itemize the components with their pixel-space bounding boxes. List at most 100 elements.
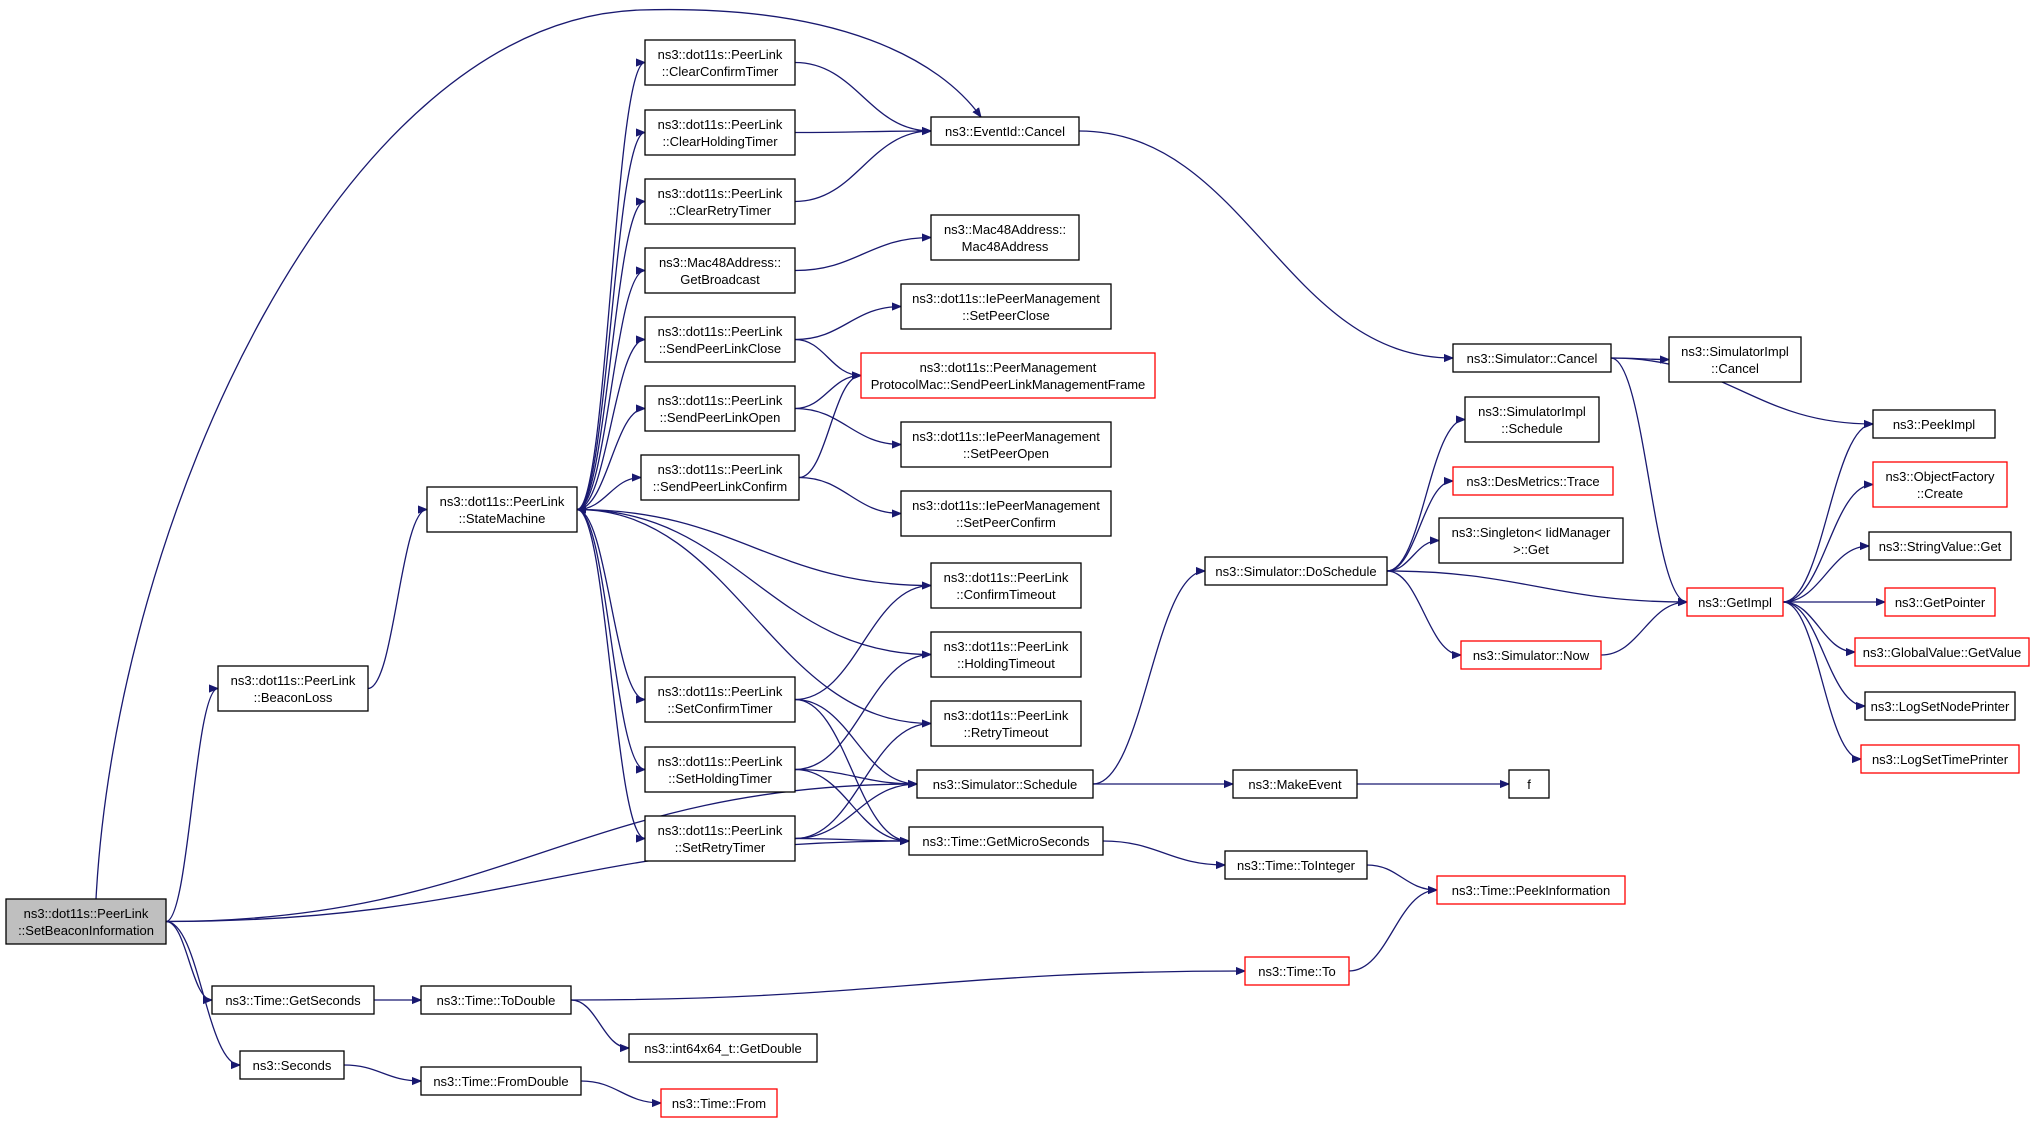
node-simnow[interactable]: ns3::Simulator::Now (1460, 640, 1602, 670)
node-label: ns3::GlobalValue::GetValue (1863, 645, 2022, 660)
node-setretrytimer[interactable]: ns3::dot11s::PeerLink::SetRetryTimer (644, 815, 796, 862)
node-seconds[interactable]: ns3::Seconds (239, 1050, 345, 1080)
node-sendclose[interactable]: ns3::dot11s::PeerLink::SendPeerLinkClose (644, 316, 796, 363)
node-label: ns3::dot11s::PeerLink (658, 47, 783, 62)
node-label: ns3::SimulatorImpl (1478, 404, 1586, 419)
edge-fromdouble-to-timefrom (580, 1080, 661, 1103)
edge-doschedule-to-desmetrics (1386, 481, 1454, 572)
node-label: ns3::Singleton< IidManager (1452, 525, 1611, 540)
node-simimplcancel[interactable]: ns3::SimulatorImpl::Cancel (1668, 336, 1802, 383)
node-stringvalue[interactable]: ns3::StringValue::Get (1868, 531, 2012, 561)
node-setpeerconfirm[interactable]: ns3::dot11s::IePeerManagement::SetPeerCo… (900, 490, 1112, 537)
node-timefrom[interactable]: ns3::Time::From (660, 1088, 778, 1118)
node-clearretry[interactable]: ns3::dot11s::PeerLink::ClearRetryTimer (644, 178, 796, 225)
node-sendmgmt[interactable]: ns3::dot11s::PeerManagementProtocolMac::… (860, 352, 1156, 399)
node-label: ::Cancel (1711, 361, 1759, 376)
node-simimplschedule[interactable]: ns3::SimulatorImpl::Schedule (1464, 396, 1600, 443)
node-objfactory[interactable]: ns3::ObjectFactory::Create (1872, 461, 2008, 508)
node-getseconds[interactable]: ns3::Time::GetSeconds (211, 985, 375, 1015)
node-label: ns3::dot11s::PeerLink (440, 494, 565, 509)
node-setpeeropen[interactable]: ns3::dot11s::IePeerManagement::SetPeerOp… (900, 421, 1112, 468)
node-peekimpl[interactable]: ns3::PeekImpl (1872, 409, 1996, 439)
node-box (644, 746, 796, 793)
node-box (930, 631, 1082, 678)
node-box (660, 1088, 778, 1118)
node-clearconfirm[interactable]: ns3::dot11s::PeerLink::ClearConfirmTimer (644, 39, 796, 86)
node-box (1868, 531, 2012, 561)
node-box (628, 1033, 818, 1063)
node-label: ns3::Mac48Address:: (944, 222, 1066, 237)
node-box (1668, 336, 1802, 383)
node-box (1508, 769, 1550, 799)
node-label: ns3::PeekImpl (1893, 417, 1975, 432)
edge-timeto-to-peekinfo (1348, 890, 1437, 972)
node-setbeacon[interactable]: ns3::dot11s::PeerLink::SetBeaconInformat… (5, 898, 167, 945)
node-f[interactable]: f (1508, 769, 1550, 799)
node-label: ns3::Simulator::Cancel (1467, 351, 1598, 366)
node-lognode[interactable]: ns3::LogSetNodePrinter (1864, 691, 2016, 721)
node-box (1872, 461, 2008, 508)
node-simschedule[interactable]: ns3::Simulator::Schedule (916, 769, 1094, 799)
edge-layer (95, 8, 1885, 1103)
node-label: ns3::StringValue::Get (1879, 539, 2002, 554)
node-label: ns3::dot11s::PeerLink (658, 393, 783, 408)
node-label: ns3::dot11s::PeerLink (658, 462, 783, 477)
node-box (1436, 875, 1626, 905)
node-holdingtimeout[interactable]: ns3::dot11s::PeerLink::HoldingTimeout (930, 631, 1082, 678)
edge-simnow-to-getimpl (1600, 602, 1687, 656)
edge-eventcancel-to-simcancel (1078, 130, 1453, 358)
node-retrytimeout[interactable]: ns3::dot11s::PeerLink::RetryTimeout (930, 700, 1082, 747)
node-confirmtimeout[interactable]: ns3::dot11s::PeerLink::ConfirmTimeout (930, 562, 1082, 609)
node-label: ns3::ObjectFactory (1885, 469, 1995, 484)
node-tointeger[interactable]: ns3::Time::ToInteger (1224, 850, 1368, 880)
node-box (1204, 556, 1388, 586)
edge-retrytimeout-to-statemachine (577, 510, 932, 725)
node-getdouble[interactable]: ns3::int64x64_t::GetDouble (628, 1033, 818, 1063)
node-label: ns3::dot11s::PeerLink (944, 639, 1069, 654)
edge-setholdingtimer-to-getmicro (794, 768, 909, 842)
node-label: ns3::dot11s::PeerLink (658, 684, 783, 699)
node-getpointer[interactable]: ns3::GetPointer (1884, 587, 1996, 617)
node-timeto[interactable]: ns3::Time::To (1244, 956, 1350, 986)
edge-getimpl-to-globalvalue (1782, 601, 1855, 652)
node-getimpl[interactable]: ns3::GetImpl (1686, 587, 1784, 617)
node-simcancel[interactable]: ns3::Simulator::Cancel (1452, 343, 1612, 373)
edge-getimpl-to-stringvalue (1782, 546, 1869, 603)
node-clearholding[interactable]: ns3::dot11s::PeerLink::ClearHoldingTimer (644, 109, 796, 156)
node-setconfirmtimer[interactable]: ns3::dot11s::PeerLink::SetConfirmTimer (644, 676, 796, 723)
node-box (1438, 517, 1624, 564)
node-peekinfo[interactable]: ns3::Time::PeekInformation (1436, 875, 1626, 905)
node-desmetrics[interactable]: ns3::DesMetrics::Trace (1452, 466, 1614, 496)
node-label: ::SetPeerConfirm (956, 515, 1056, 530)
edge-simschedule-to-doschedule (1092, 571, 1205, 785)
node-label: ::SetPeerClose (962, 308, 1049, 323)
node-mac48[interactable]: ns3::Mac48Address::Mac48Address (930, 214, 1080, 261)
node-beaconloss[interactable]: ns3::dot11s::PeerLink::BeaconLoss (217, 665, 369, 712)
node-box (930, 116, 1080, 146)
node-fromdouble[interactable]: ns3::Time::FromDouble (420, 1066, 582, 1096)
edge-setbeacon-to-getseconds (165, 920, 213, 1001)
node-singleton[interactable]: ns3::Singleton< IidManager>::Get (1438, 517, 1624, 564)
node-label: ::SetBeaconInformation (18, 923, 154, 938)
node-doschedule[interactable]: ns3::Simulator::DoSchedule (1204, 556, 1388, 586)
node-getmicro[interactable]: ns3::Time::GetMicroSeconds (908, 826, 1104, 856)
node-label: ::Create (1917, 486, 1963, 501)
node-setholdingtimer[interactable]: ns3::dot11s::PeerLink::SetHoldingTimer (644, 746, 796, 793)
node-getbroadcast[interactable]: ns3::Mac48Address::GetBroadcast (644, 247, 796, 294)
edge-setconfirmtimer-to-simschedule (794, 698, 917, 785)
node-label: ns3::GetImpl (1698, 595, 1772, 610)
node-box (644, 815, 796, 862)
node-label: ::SetPeerOpen (963, 446, 1049, 461)
node-makeevent[interactable]: ns3::MakeEvent (1232, 769, 1358, 799)
node-todouble[interactable]: ns3::Time::ToDouble (420, 985, 572, 1015)
node-sendconfirm[interactable]: ns3::dot11s::PeerLink::SendPeerLinkConfi… (640, 454, 800, 501)
node-label: ns3::dot11s::IePeerManagement (912, 291, 1100, 306)
node-setpeerclose[interactable]: ns3::dot11s::IePeerManagement::SetPeerCl… (900, 283, 1112, 330)
node-eventcancel[interactable]: ns3::EventId::Cancel (930, 116, 1080, 146)
node-sendopen[interactable]: ns3::dot11s::PeerLink::SendPeerLinkOpen (644, 385, 796, 432)
edge-setholdingtimer-to-simschedule (794, 768, 917, 785)
node-logtime[interactable]: ns3::LogSetTimePrinter (1860, 744, 2020, 774)
node-label: ::SetHoldingTimer (668, 771, 772, 786)
node-globalvalue[interactable]: ns3::GlobalValue::GetValue (1854, 637, 2030, 667)
node-statemachine[interactable]: ns3::dot11s::PeerLink::StateMachine (426, 486, 578, 533)
